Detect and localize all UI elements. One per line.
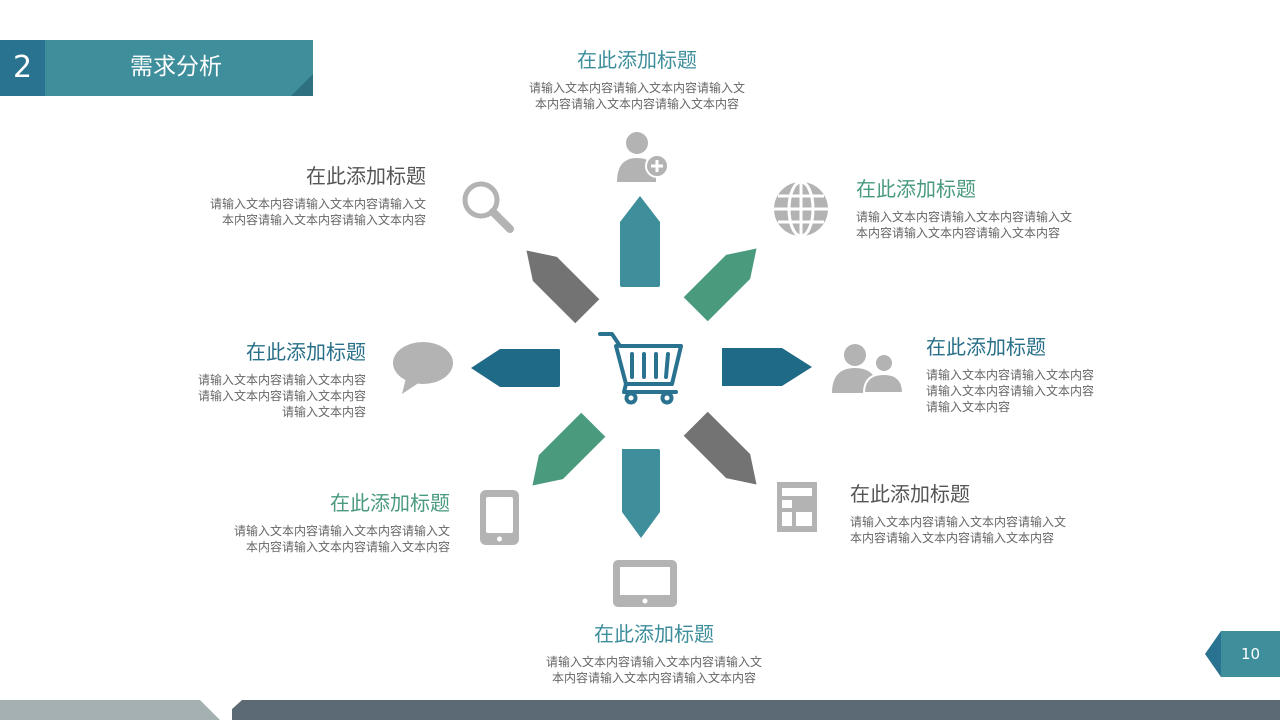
block-title: 在此添加标题 bbox=[850, 482, 970, 506]
block-text: 本内容请输入文本内容请输入文本内容 bbox=[850, 531, 1055, 545]
block-top: 在此添加标题 请输入文本内容请输入文本内容请输入文 本内容请输入文本内容请输入文… bbox=[505, 47, 769, 112]
arrow-bottom bbox=[622, 449, 660, 538]
title-band bbox=[45, 40, 313, 96]
block-text: 本内容请输入文本内容请输入文本内容 bbox=[856, 226, 1061, 240]
block-text: 请输入文本内容 bbox=[926, 400, 1011, 414]
block-text: 本内容请输入文本内容请输入文本内容 bbox=[551, 671, 756, 685]
block-title: 在此添加标题 bbox=[594, 622, 714, 646]
footer-bar-right bbox=[232, 700, 1280, 720]
page-number-tab bbox=[1205, 631, 1221, 677]
block-text: 本内容请输入文本内容请输入文本内容 bbox=[221, 213, 426, 227]
arrow-lower-right bbox=[683, 411, 757, 485]
footer-bar-left bbox=[0, 700, 220, 720]
tablet-icon bbox=[613, 560, 677, 607]
section-number: 2 bbox=[0, 40, 45, 96]
block-lower-right: 在此添加标题 请输入文本内容请输入文本内容请输入文 本内容请输入文本内容请输入文… bbox=[850, 481, 1110, 546]
block-text: 请输入文本内容请输入文本内容 bbox=[197, 373, 366, 387]
footer-notch-slant bbox=[220, 700, 242, 720]
block-lower-left: 在此添加标题 请输入文本内容请输入文本内容请输入文 本内容请输入文本内容请输入文… bbox=[190, 490, 450, 555]
page-number: 10 bbox=[1221, 631, 1280, 677]
block-text: 本内容请输入文本内容请输入文本内容 bbox=[534, 97, 739, 111]
block-text: 请输入文本内容请输入文本内容请输入文 bbox=[528, 81, 745, 95]
block-title: 在此添加标题 bbox=[306, 164, 426, 188]
block-upper-left: 在此添加标题 请输入文本内容请输入文本内容请输入文 本内容请输入文本内容请输入文… bbox=[166, 163, 426, 228]
block-title: 在此添加标题 bbox=[577, 48, 697, 72]
search-icon bbox=[462, 181, 514, 233]
arrow-left bbox=[471, 349, 560, 387]
block-title: 在此添加标题 bbox=[856, 177, 976, 201]
shopping-cart-icon bbox=[598, 332, 683, 405]
block-title: 在此添加标题 bbox=[246, 340, 366, 364]
arrow-upper-right bbox=[683, 248, 757, 322]
block-title: 在此添加标题 bbox=[926, 335, 1046, 359]
block-text: 请输入文本内容请输入文本内容请输入文 bbox=[209, 197, 426, 211]
block-text: 请输入文本内容请输入文本内容请输入文 bbox=[233, 524, 450, 538]
block-bottom: 在此添加标题 请输入文本内容请输入文本内容请输入文 本内容请输入文本内容请输入文… bbox=[522, 621, 786, 686]
block-right: 在此添加标题 请输入文本内容请输入文本内容 请输入文本内容请输入文本内容 请输入… bbox=[926, 334, 1146, 415]
block-left: 在此添加标题 请输入文本内容请输入文本内容 请输入文本内容请输入文本内容 请输入… bbox=[146, 339, 366, 420]
arrow-upper-left bbox=[526, 250, 600, 324]
globe-icon bbox=[774, 180, 828, 238]
block-text: 请输入文本内容请输入文本内容请输入文 bbox=[850, 515, 1067, 529]
arrow-top bbox=[620, 196, 660, 287]
block-text: 请输入文本内容请输入文本内容请输入文 bbox=[545, 655, 762, 669]
page-title: 需求分析 bbox=[130, 54, 222, 80]
block-text: 本内容请输入文本内容请输入文本内容 bbox=[245, 540, 450, 554]
add-user-icon bbox=[617, 132, 669, 182]
speech-bubble-icon bbox=[393, 342, 453, 394]
arrow-right bbox=[722, 348, 812, 386]
arrow-lower-left bbox=[532, 412, 606, 486]
block-text: 请输入文本内容请输入文本内容 bbox=[197, 389, 366, 403]
block-text: 请输入文本内容请输入文本内容 bbox=[926, 368, 1095, 382]
block-text: 请输入文本内容请输入文本内容请输入文 bbox=[856, 210, 1073, 224]
users-icon bbox=[832, 344, 905, 394]
block-text: 请输入文本内容请输入文本内容 bbox=[926, 384, 1095, 398]
block-upper-right: 在此添加标题 请输入文本内容请输入文本内容请输入文 本内容请输入文本内容请输入文… bbox=[856, 176, 1116, 241]
block-text: 请输入文本内容 bbox=[281, 405, 366, 419]
title-fold bbox=[291, 74, 313, 96]
mobile-phone-icon bbox=[480, 490, 519, 545]
layout-icon bbox=[777, 482, 817, 532]
block-title: 在此添加标题 bbox=[330, 491, 450, 515]
